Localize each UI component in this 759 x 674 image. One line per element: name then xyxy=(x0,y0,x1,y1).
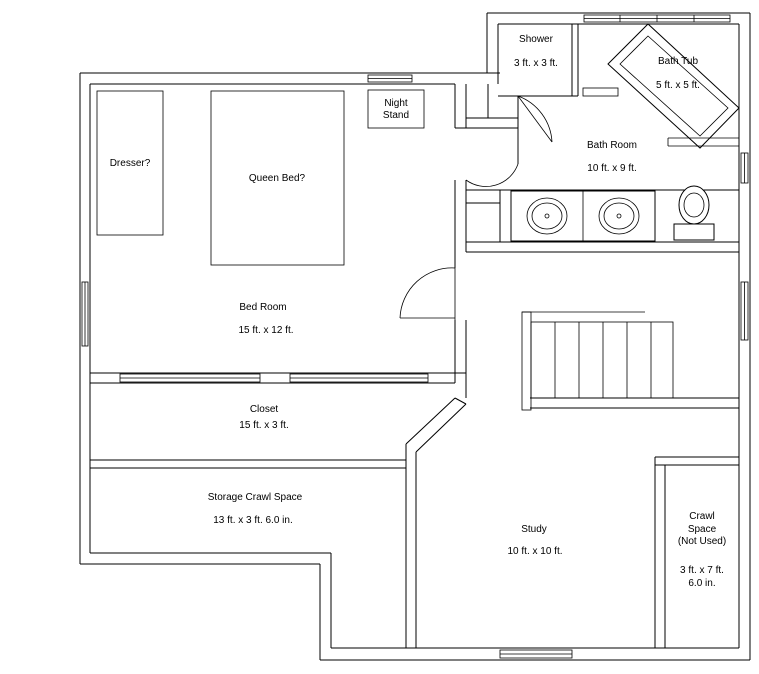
sinks xyxy=(510,190,656,242)
crawl-line1: Crawl xyxy=(689,511,715,522)
storage-size: 13 ft. x 3 ft. 6.0 in. xyxy=(213,515,293,526)
nightstand-line2: Stand xyxy=(383,110,409,121)
bathroom-name: Bath Room xyxy=(587,140,637,151)
closet-name: Closet xyxy=(250,404,279,415)
toilet xyxy=(673,185,715,241)
stairs xyxy=(521,311,674,411)
exterior-walls xyxy=(79,12,751,661)
crawl-line2: Space xyxy=(688,524,717,535)
crawl-size2: 6.0 in. xyxy=(688,578,715,589)
closet-size: 15 ft. x 3 ft. xyxy=(239,420,288,431)
crawl-size1: 3 ft. x 7 ft. xyxy=(680,565,724,576)
dresser-label: Dresser? xyxy=(110,158,151,169)
bathtub-name: Bath Tub xyxy=(658,56,698,67)
bathtub-fixture xyxy=(607,23,740,149)
room-labels: Shower 3 ft. x 3 ft. Bath Tub 5 ft. x 5 … xyxy=(110,34,726,589)
night-stand-shape xyxy=(367,89,425,129)
doors xyxy=(399,95,553,320)
bedroom-size: 15 ft. x 12 ft. xyxy=(238,325,293,336)
nightstand-line1: Night xyxy=(384,98,408,109)
shower-name: Shower xyxy=(519,34,554,45)
storage-name: Storage Crawl Space xyxy=(208,492,303,503)
queenbed-label: Queen Bed? xyxy=(249,173,306,184)
study-size: 10 ft. x 10 ft. xyxy=(507,546,562,557)
dresser-shape xyxy=(96,90,164,236)
queen-bed-shape xyxy=(210,90,345,266)
shower-size: 3 ft. x 3 ft. xyxy=(514,58,558,69)
bathroom-size: 10 ft. x 9 ft. xyxy=(587,163,636,174)
bedroom-name: Bed Room xyxy=(239,302,286,313)
crawl-line3: (Not Used) xyxy=(678,536,726,547)
bathtub-size: 5 ft. x 5 ft. xyxy=(656,80,700,91)
windows xyxy=(81,14,749,659)
interior-walls xyxy=(90,24,739,648)
study-name: Study xyxy=(521,524,547,535)
